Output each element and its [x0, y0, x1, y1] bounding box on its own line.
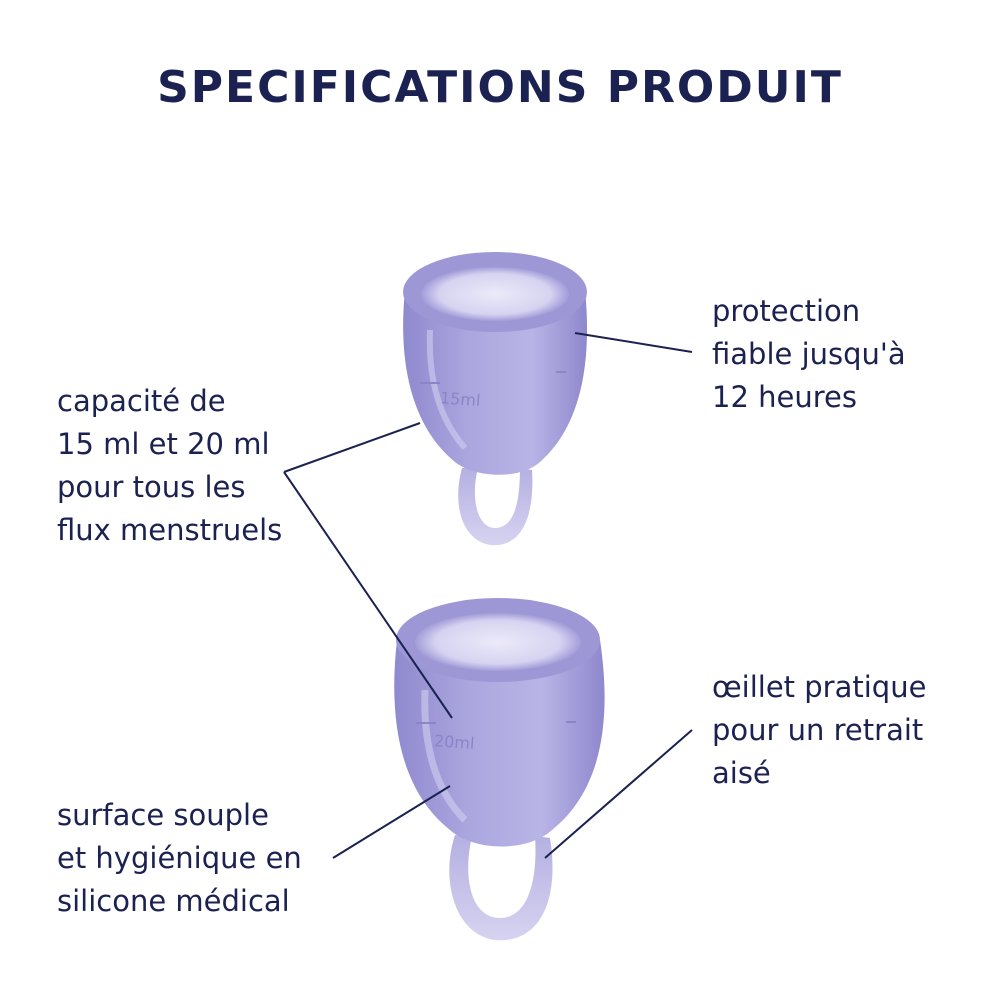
large-cup-stem	[449, 835, 553, 941]
callout-protection-line-2: fiable jusqu'à	[712, 337, 906, 371]
leader-line-eyelet	[544, 729, 693, 859]
callout-eyelet-line-3: aisé	[712, 756, 771, 790]
callout-surface: surface souple et hygiénique en silicone…	[57, 794, 302, 923]
large-cup: 20ml	[394, 598, 605, 941]
callout-surface-line-2: et hygiénique en	[57, 841, 302, 875]
callout-eyelet: œillet pratique pour un retrait aisé	[712, 666, 926, 795]
callout-surface-line-1: surface souple	[57, 798, 269, 832]
large-cup-marking: 20ml	[433, 731, 475, 753]
callout-capacity-line-3: pour tous les	[57, 470, 246, 504]
callout-surface-line-3: silicone médical	[57, 884, 290, 918]
leader-line-capacity-large	[283, 471, 453, 719]
leader-line-surface	[332, 785, 451, 859]
small-cup-stem	[458, 468, 533, 546]
callout-capacity-line-4: flux menstruels	[57, 513, 283, 547]
callout-protection: protection fiable jusqu'à 12 heures	[712, 290, 906, 419]
leader-lines	[283, 332, 693, 859]
callout-protection-line-1: protection	[712, 294, 861, 328]
callout-capacity-line-1: capacité de	[57, 384, 226, 418]
callout-eyelet-line-2: pour un retrait	[712, 713, 924, 747]
callout-capacity: capacité de 15 ml et 20 ml pour tous les…	[57, 380, 282, 552]
page-title: SPECIFICATIONS PRODUIT	[157, 62, 843, 113]
leader-line-protection	[574, 332, 693, 353]
callout-eyelet-line-1: œillet pratique	[712, 670, 927, 704]
large-cup-mouth	[415, 613, 581, 671]
small-cup-marking: 15ml	[439, 388, 481, 410]
small-cup-mouth	[421, 267, 569, 321]
callout-protection-line-3: 12 heures	[712, 380, 857, 414]
small-cup: 15ml	[403, 252, 588, 546]
callout-capacity-line-2: 15 ml et 20 ml	[57, 427, 270, 461]
leader-line-capacity-small	[283, 422, 421, 473]
